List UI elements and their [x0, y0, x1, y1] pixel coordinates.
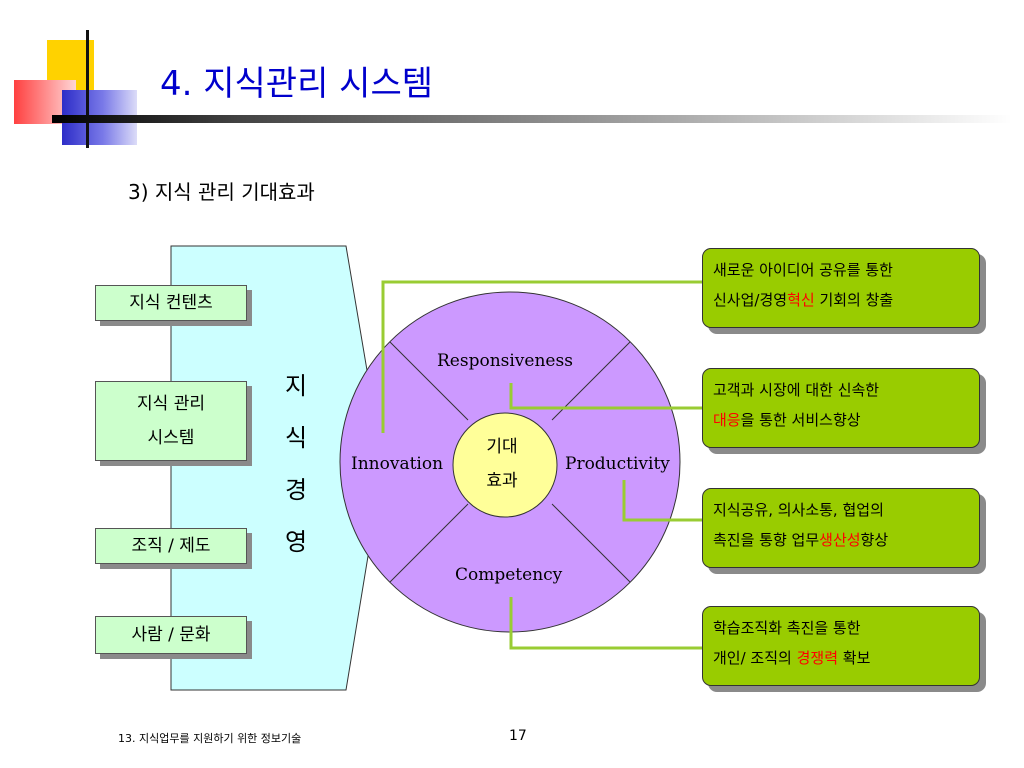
callout-productivity: 지식공유, 의사소통, 협업의 촉진을 통향 업무생산성향상	[702, 488, 980, 568]
left-box-knowledge-contents: 지식 컨텐츠	[95, 285, 247, 321]
connector-innovation	[381, 280, 702, 433]
vertical-label-char-2: 식	[284, 424, 308, 452]
connector-productivity	[622, 480, 702, 522]
slide-title: 4. 지식관리 시스템	[160, 64, 434, 104]
center-label: 기대 효과	[486, 437, 518, 491]
vertical-label-char-3: 경	[284, 476, 308, 504]
circle-divider-se	[551, 503, 631, 583]
page-number: 17	[509, 728, 527, 744]
left-box-organization-system: 조직 / 제도	[95, 528, 247, 564]
callout-innovation: 새로운 아이디어 공유를 통한 신사업/경영혁신 기회의 창출	[702, 248, 980, 328]
highlight-text: 대응	[713, 411, 741, 429]
circle-divider-nw	[389, 341, 469, 421]
connector-competency	[509, 597, 702, 650]
knowledge-management-funnel	[170, 245, 384, 691]
footer-chapter: 13. 지식업무를 지원하기 위한 정보기술	[118, 732, 302, 745]
left-box-people-culture: 사람 / 문화	[95, 616, 247, 654]
circle-divider-sw	[389, 503, 469, 583]
connector-responsiveness	[509, 383, 702, 410]
callout-responsiveness: 고객과 시장에 대한 신속한 대응을 통한 서비스향상	[702, 368, 980, 448]
label-competency: Competency	[455, 565, 563, 585]
vertical-label-char-4: 영	[284, 528, 308, 556]
label-innovation: Innovation	[351, 454, 444, 474]
label-productivity: Productivity	[565, 454, 670, 474]
section-subtitle: 3) 지식 관리 기대효과	[128, 180, 315, 204]
title-rule	[52, 115, 1012, 123]
highlight-text: 생산성	[819, 531, 861, 549]
vertical-label-char-1: 지	[284, 372, 308, 400]
callout-competency: 학습조직화 촉진을 통한 개인/ 조직의 경쟁력 확보	[702, 606, 980, 686]
left-box-knowledge-management-system: 지식 관리 시스템	[95, 381, 247, 461]
highlight-text: 혁신	[787, 291, 815, 309]
center-circle	[452, 412, 558, 518]
title-decoration-line	[86, 30, 89, 148]
label-responsiveness: Responsiveness	[437, 351, 573, 371]
highlight-text: 경쟁력	[796, 649, 838, 667]
